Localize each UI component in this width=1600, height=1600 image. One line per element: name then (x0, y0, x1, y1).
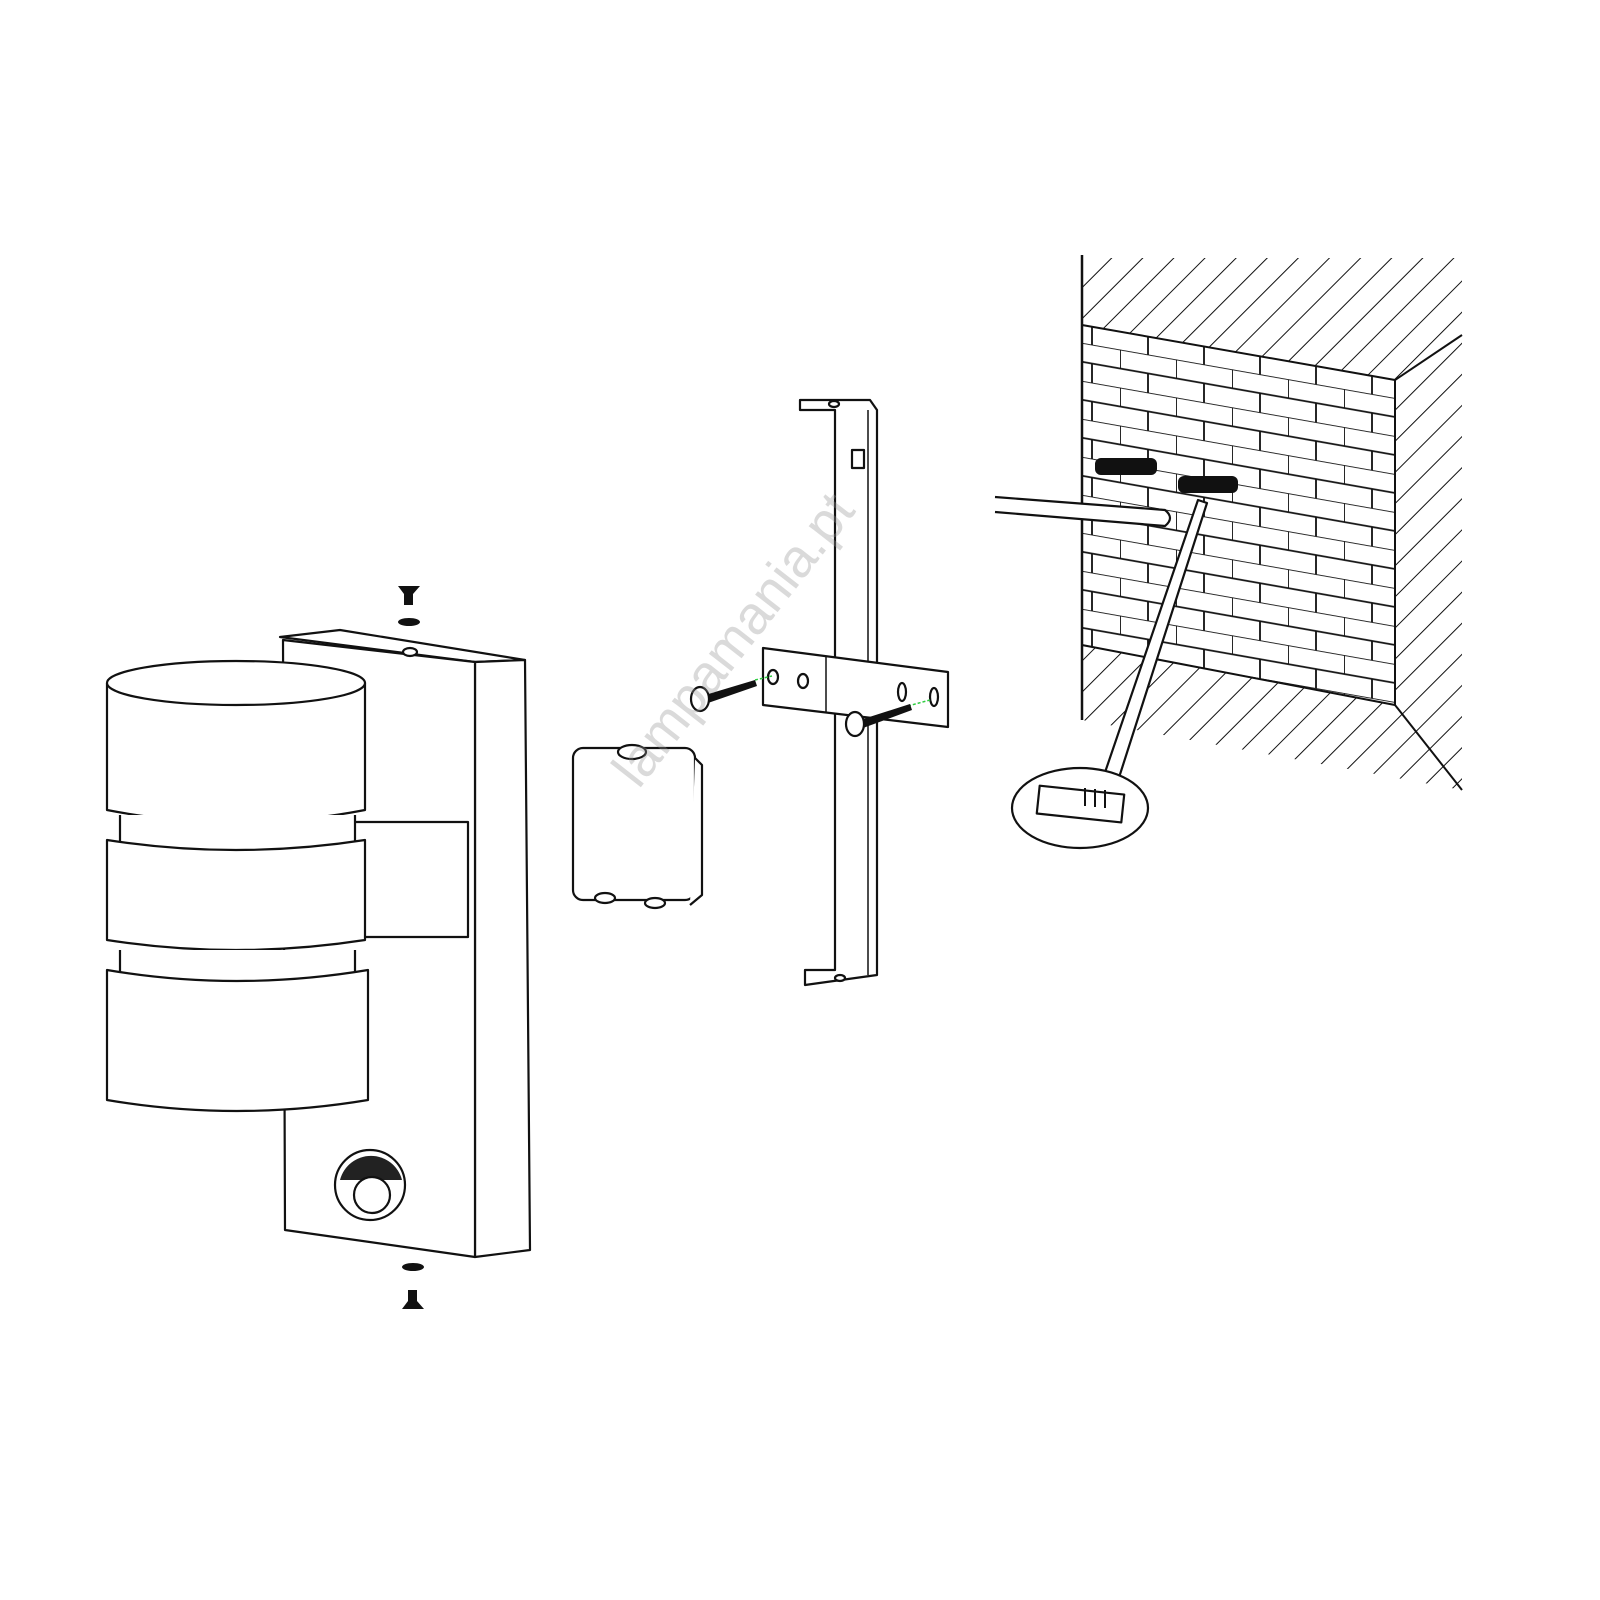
drill-bit (994, 495, 1172, 528)
wall-plugs (1095, 458, 1238, 493)
screws (689, 675, 931, 738)
junction-box (571, 743, 704, 910)
mounting-bracket (761, 398, 950, 987)
wall-lamp (105, 628, 532, 1259)
wall (1080, 255, 1463, 791)
lamp-screws (398, 586, 424, 1309)
hammer (1010, 498, 1209, 850)
